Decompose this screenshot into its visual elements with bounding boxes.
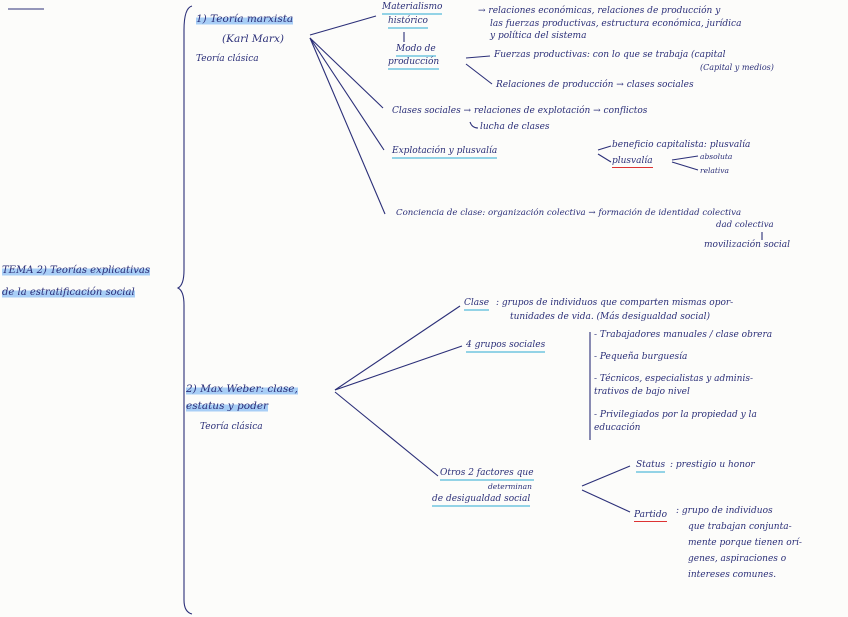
arrow-modo-relaciones: [465, 63, 493, 85]
partido-l5: intereses comunes.: [688, 570, 777, 580]
clase-desc-l2: tunidades de vida. (Más desigualdad soci…: [510, 312, 710, 322]
modo-l1: Modo de: [396, 44, 436, 57]
grupo-item-3b: trativos de bajo nivel: [594, 387, 690, 397]
grupo-item-4: - Privilegiados por la propiedad y la: [594, 410, 757, 420]
plusvalia: plusvalía: [612, 156, 653, 168]
arrow-otros-status: [581, 465, 631, 487]
main-bracket: [176, 5, 193, 615]
arrow-marx-clases: [309, 37, 384, 109]
hook-lucha: [469, 121, 479, 129]
fuerzas-l2: (Capital y medios): [700, 63, 774, 72]
relaciones: Relaciones de producción → clases social…: [496, 80, 694, 90]
movilizacion: movilización social: [704, 240, 790, 250]
partido-label: Partido: [634, 510, 667, 522]
weber-title-l1: 2) Max Weber: clase,: [186, 383, 298, 396]
status-label: Status: [636, 460, 666, 473]
otros-l3: de desigualdad social: [432, 494, 531, 507]
arrow-modo-fuerzas: [465, 55, 491, 59]
partido-l3: mente porque tienen orí-: [688, 538, 802, 548]
lucha-clases: lucha de clases: [480, 122, 550, 132]
clases-sociales: Clases sociales → relaciones de explotac…: [392, 106, 648, 116]
grupo-item-3: - Técnicos, especialistas y adminis-: [594, 374, 754, 384]
arrow-marx-materialismo: [309, 15, 377, 36]
materialismo-desc-l1: → relaciones económicas, relaciones de p…: [478, 6, 721, 16]
arrow-explot-plusvalia: [597, 153, 612, 163]
marx-title: 1) Teoría marxista: [196, 13, 294, 26]
marx-note: Teoría clásica: [196, 54, 259, 64]
fuerzas-l1: Fuerzas productivas: con lo que se traba…: [494, 50, 726, 60]
beneficio: beneficio capitalista: plusvalía: [612, 140, 751, 150]
status-desc: : prestigio u honor: [670, 460, 755, 470]
modo-l2: producción: [388, 57, 440, 70]
materialismo-desc-l3: y política del sistema: [490, 31, 587, 41]
materialismo-l2: histórico: [388, 16, 428, 29]
explotacion: Explotación y plusvalía: [392, 146, 498, 159]
clase-desc-l1: : grupos de individuos que comparten mis…: [496, 298, 734, 308]
tema-title-line2: de la estratificación social: [2, 286, 135, 299]
materialismo-desc-l2: las fuerzas productivas, estructura econ…: [490, 19, 742, 29]
conciencia: Conciencia de clase: organización colect…: [396, 208, 742, 218]
conciencia-l2: dad colectiva: [716, 220, 774, 230]
marx-author: (Karl Marx): [222, 33, 284, 45]
grupos-sociales: 4 grupos sociales: [466, 340, 546, 353]
grupo-item-1: - Trabajadores manuales / clase obrera: [594, 330, 773, 340]
tema-title-line1: TEMA 2) Teorías explicativas: [2, 264, 151, 277]
plusvalia-relativa: relativa: [700, 166, 730, 175]
partido-l1: : grupo de individuos: [676, 506, 773, 516]
clase-label: Clase: [464, 298, 490, 311]
arrow-weber-otros: [334, 391, 439, 477]
grupo-item-4b: educación: [594, 423, 641, 433]
arrow-plusvalia-tipos: [671, 155, 699, 171]
weber-note: Teoría clásica: [200, 422, 263, 432]
arrow-explot-beneficio: [597, 145, 612, 151]
grupo-item-2: - Pequeña burguesía: [594, 352, 688, 362]
materialismo-l1: Materialismo: [382, 2, 443, 15]
otros-l1: Otros 2 factores que: [440, 468, 534, 481]
arrow-weber-clase: [334, 305, 461, 391]
otros-l2: determinan: [488, 482, 532, 491]
weber-title-l2: estatus y poder: [186, 400, 269, 413]
arrow-marx-explotacion: [309, 37, 385, 151]
arrow-otros-partido: [581, 489, 631, 513]
arrow-weber-grupos: [334, 345, 463, 391]
plusvalia-absoluta: absoluta: [700, 152, 733, 161]
arrow-marx-conciencia: [309, 37, 386, 215]
partido-l2: que trabajan conjunta-: [688, 522, 792, 532]
partido-l4: genes, aspiraciones o: [688, 554, 787, 564]
